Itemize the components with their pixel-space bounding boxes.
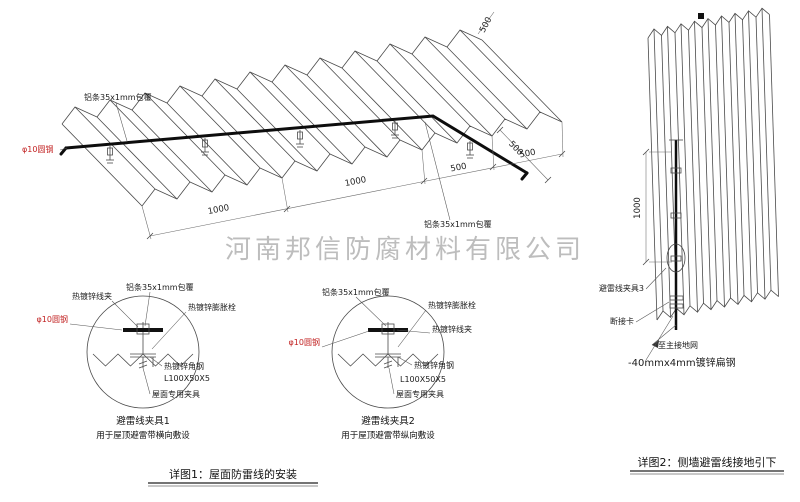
detail-circle-1 — [86, 295, 200, 409]
roof-dim-500-top: 500 — [478, 16, 494, 35]
leader-round-steel — [59, 147, 68, 151]
roof-label-al-strip-top: 铝条35x1mm包覆 — [84, 92, 152, 102]
clamp2-label-round-steel: φ10圆钢 — [289, 337, 320, 347]
clamp2-subtitle: 用于屋顶避雷带纵向敷设 — [341, 430, 435, 441]
leader-al-strip-right — [424, 121, 451, 221]
roof-dim-500-b: 500 — [519, 148, 537, 161]
leader-al-strip-top — [115, 102, 128, 142]
wall-clamp-mark-2 — [670, 212, 682, 219]
clamp-detail-2: 铝条35x1mm包覆 热镀锌膨胀栓 热镀锌线夹 φ10圆钢 热镀锌角钢 L100… — [289, 287, 476, 441]
company-watermark: 河南邦信防腐材料有限公司 — [225, 235, 585, 265]
wall-dim-1000: 1000 — [633, 197, 643, 219]
clamp2-label-roof-fixture: 屋面专用夹具 — [396, 389, 444, 399]
clamp1-label-round-steel: φ10圆钢 — [37, 314, 68, 324]
disconnect-card-plate-top — [669, 295, 684, 301]
caption-detail-2: 详图2：侧墙避雷线接地引下 — [630, 455, 784, 475]
clamp1-title: 避雷线夹具1 — [116, 415, 170, 427]
lightning-wire-roof — [64, 114, 529, 175]
wall-clamp-mark-3 — [670, 255, 682, 262]
wall-label-clamp3: 避雷线夹具3 — [599, 283, 644, 293]
clamp1-label-bolt: 热镀锌膨胀栓 — [188, 302, 236, 312]
clamp1-assembly — [122, 321, 164, 369]
roof-label-al-strip-right: 铝条35x1mm包覆 — [424, 219, 492, 229]
roof-dim-1000-b: 1000 — [344, 175, 367, 189]
clamp1-subtitle: 用于屋顶避雷带横向敷设 — [96, 430, 190, 441]
clamp2-label-angle-steel: 热镀锌角钢 — [414, 360, 454, 370]
clamp-detail-1: 热镀锌线夹 铝条35x1mm包覆 热镀锌膨胀栓 φ10圆钢 热镀锌角钢 L100… — [37, 282, 236, 441]
clamp2-assembly — [367, 321, 409, 369]
roof-dimension-chain — [141, 11, 566, 240]
clamp3-highlight-circle — [666, 243, 686, 273]
caption-detail-1: 详图1：屋面防雷线的安装 — [148, 467, 318, 487]
clamp1-label-roof-fixture: 屋面专用夹具 — [152, 389, 200, 399]
disconnect-card-plate-bottom — [669, 303, 684, 309]
lightning-wire-right-hook — [520, 171, 529, 181]
wall-corrugation-lines — [647, 7, 779, 321]
wall-label-disconnect: 断接卡 — [610, 316, 634, 326]
clamp1-label-angle-spec: L100X50X5 — [164, 374, 210, 383]
detail-circle-2 — [331, 295, 445, 409]
clamp2-title: 避雷线夹具2 — [361, 415, 415, 427]
roof-label-round-steel: φ10圆钢 — [22, 144, 53, 154]
roof-corrugation-lines — [61, 29, 563, 207]
wall-label-to-ground: 至主接地网 — [658, 340, 698, 350]
clamp2-label-al-strip: 铝条35x1mm包覆 — [322, 287, 390, 297]
clamp1-label-angle-steel: 热镀锌角钢 — [164, 361, 204, 371]
clamp1-label-al-strip: 铝条35x1mm包覆 — [126, 282, 194, 292]
roof-isometric-view: 铝条35x1mm包覆 φ10圆钢 铝条35x1mm包覆 1000 1000 50… — [22, 11, 566, 240]
wall-label-flat-steel: -40mmx4mm镀锌扁钢 — [628, 356, 736, 369]
wall-clamp-mark-1 — [670, 167, 682, 174]
detail2-caption: 详图2：侧墙避雷线接地引下 — [638, 455, 777, 469]
clamp2-label-angle-spec: L100X50X5 — [400, 375, 446, 384]
wall-detail-view: 1000 避雷线夹具3 断接卡 至主接地网 -40mmx4mm镀锌扁钢 — [599, 7, 779, 369]
roof-dim-500-a: 500 — [450, 162, 468, 175]
lightning-wire-left-hook — [59, 146, 68, 156]
detail1-caption: 详图1：屋面防雷线的安装 — [169, 467, 297, 481]
clamp2-label-wire-clip: 热镀锌线夹 — [432, 324, 472, 334]
roof-dim-1000-a: 1000 — [207, 203, 230, 217]
clamp1-label-wire-clip: 热镀锌线夹 — [72, 291, 112, 301]
wall-wire-connection-dot — [698, 13, 704, 19]
clamp2-label-bolt: 热镀锌膨胀栓 — [428, 300, 476, 310]
wall-dimension — [642, 148, 672, 266]
